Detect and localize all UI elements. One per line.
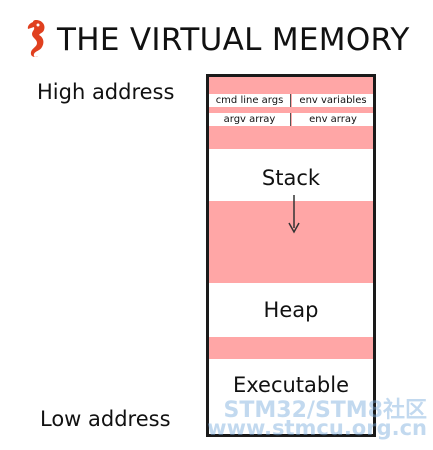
data-region — [209, 337, 373, 359]
high-address-label: High address — [37, 80, 175, 104]
memory-layout: cmd line args env variables argv array e… — [206, 74, 376, 437]
seahorse-logo-icon — [27, 20, 45, 58]
down-arrow-icon — [288, 195, 300, 234]
executable-label: Executable — [232, 373, 349, 397]
executable-region: Executable — [209, 359, 373, 434]
heap-label: Heap — [263, 298, 319, 322]
free-space-region — [209, 201, 373, 283]
low-address-label: Low address — [40, 407, 171, 431]
watermark-line2: www.stmcu.org.cn — [207, 416, 427, 440]
heap-region: Heap — [209, 283, 373, 337]
env-variables-cell: env variables — [292, 94, 373, 107]
env-array-cell: env array — [292, 113, 373, 126]
watermark-line1: STM32/STM8社区 — [223, 398, 427, 423]
argv-array-cell: argv array — [209, 113, 291, 126]
page-title: THE VIRTUAL MEMORY — [57, 22, 410, 58]
stack-label: Stack — [261, 166, 321, 190]
cmd-line-args-cell: cmd line args — [209, 94, 291, 107]
stack-region: Stack — [209, 149, 373, 201]
